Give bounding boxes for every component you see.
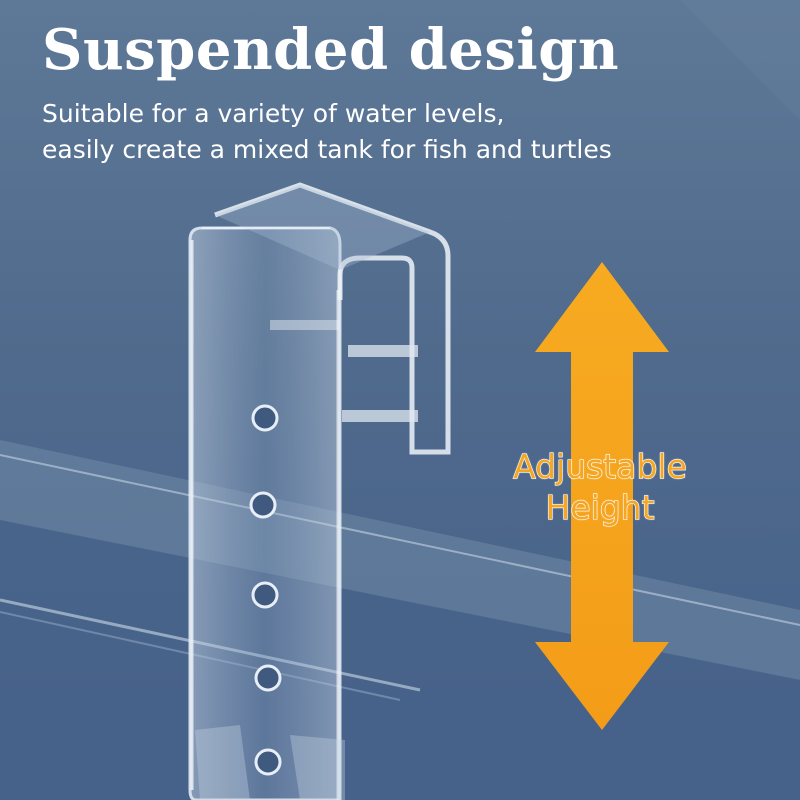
acrylic-hook-bracket (188, 182, 451, 800)
arrow-label-line-1: Adjustable (512, 446, 687, 486)
subtitle-line-1: Suitable for a variety of water levels, (42, 99, 505, 128)
double-headed-arrow-icon (535, 262, 669, 730)
subtitle-line-2: easily create a mixed tank for fish and … (42, 135, 612, 164)
subtitle: Suitable for a variety of water levels, … (42, 96, 612, 168)
headline: Suspended design (42, 17, 620, 83)
arrow-label-line-2: Height (545, 487, 655, 527)
adjustment-holes (249, 404, 282, 776)
arrow-label: Adjustable Height (490, 446, 710, 528)
